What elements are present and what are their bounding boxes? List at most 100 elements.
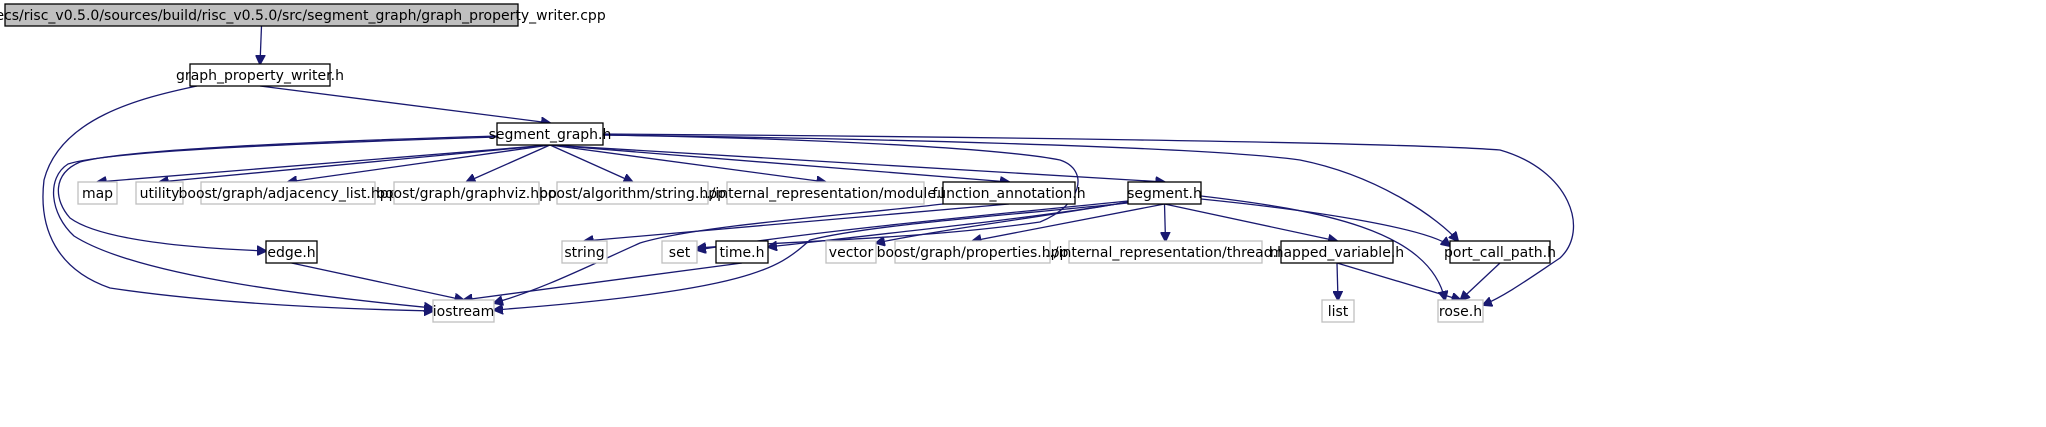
node-label-vector: vector [829,245,874,261]
node-label-list: list [1328,304,1349,320]
node-box-iostream [432,299,495,323]
node-label-rose: rose.h [1439,304,1482,320]
node-label-fa: function_annotation.h [932,186,1085,202]
edge-time-to-iostream [464,262,743,300]
node-label-mv: mapped_variable.h [1270,245,1404,261]
edge-fa-to-iostream [494,203,944,303]
edge-root-to-gpw [260,25,262,64]
edge-segment-to-thread [1165,203,1166,241]
node-box-fa [942,181,1076,205]
node-iostream: iostream [432,299,495,323]
node-label-time: time.h [720,245,765,261]
node-label-map: map [82,186,113,202]
edge-gpw-to-sg [259,85,550,123]
node-box-graphviz [393,181,540,205]
node-box-pcp [1449,240,1551,264]
node-label-adj: boost/graph/adjacency_list.hpp [179,186,398,202]
edge-segment-to-iostream [494,202,1129,310]
edge-sg-to-graphviz [467,144,551,182]
node-graphviz: boost/graph/graphviz.hpp [376,181,557,205]
node-label-set: set [669,245,691,261]
edge-segment-to-props [973,203,1165,241]
node-label-segment: segment.h [1127,186,1202,202]
node-utility: utility [135,181,184,205]
edge-sg-to-rose [602,133,1575,305]
node-box-thread [1068,240,1263,264]
node-string_hpp: boost/algorithm/string.hpp [539,181,726,205]
node-box-mv [1280,240,1394,264]
edge-fa-to-string [585,203,1010,241]
node-root[interactable]: /local/lecs/lecs/risc_v0.5.0/sources/bui… [0,3,606,27]
node-time[interactable]: time.h [715,240,769,264]
node-label-module: ../internal_representation/module.h [702,186,950,202]
edge-sg-to-fa [549,144,1009,182]
node-map: map [77,181,118,205]
edge-segment-to-mv [1164,203,1338,241]
node-box-sg [496,122,604,146]
node-string: string [561,240,608,264]
node-set: set [661,240,698,264]
node-box-vector [825,240,877,264]
node-box-string_hpp [556,181,709,205]
edge-sg-to-pcp [602,134,1458,241]
edge-pcp-to-rose [1461,262,1501,300]
node-box-segment [1127,181,1202,205]
edge-sg-to-edge [57,135,498,251]
edge-sg-to-map [98,144,551,182]
node-box-root [4,3,519,27]
node-box-time [715,240,769,264]
node-label-iostream: iostream [433,304,495,320]
edge-segment-to-vector [876,201,1129,243]
edge-sg-to-string_hpp [549,144,633,182]
node-vector: vector [825,240,877,264]
node-label-root: /local/lecs/lecs/risc_v0.5.0/sources/bui… [0,8,606,24]
node-box-list [1321,299,1355,323]
node-edge[interactable]: edge.h [265,240,318,264]
edge-sg-to-segment [549,144,1165,182]
node-thread: ../internal_representation/thread.h [1045,240,1286,264]
node-segment[interactable]: segment.h [1127,181,1202,205]
node-gpw[interactable]: graph_property_writer.h [176,63,344,87]
edge-segment-to-pcp [1200,198,1450,246]
node-list: list [1321,299,1355,323]
node-rose: rose.h [1437,299,1484,323]
node-label-sg: segment_graph.h [489,127,612,143]
edge-gpw-to-iostream [42,85,433,311]
node-fa[interactable]: function_annotation.h [932,181,1086,205]
edge-mv-to-rose [1336,262,1461,300]
node-label-graphviz: boost/graph/graphviz.hpp [376,186,557,202]
node-box-rose [1437,299,1484,323]
node-box-gpw [189,63,331,87]
edge-sg-to-module [549,144,826,182]
node-box-utility [135,181,184,205]
node-box-module [726,181,925,205]
node-box-string [561,240,608,264]
node-module: ../internal_representation/module.h [702,181,950,205]
edge-edge-to-iostream [291,262,464,300]
edge-mv-to-list [1337,262,1338,300]
node-box-set [661,240,698,264]
node-box-adj [200,181,376,205]
node-label-props: boost/graph/properties.hpp [877,245,1069,261]
node-pcp[interactable]: port_call_path.h [1444,240,1556,264]
node-label-string_hpp: boost/algorithm/string.hpp [539,186,726,202]
node-box-map [77,181,118,205]
node-mv[interactable]: mapped_variable.h [1270,240,1404,264]
node-label-utility: utility [140,186,180,202]
node-label-edge: edge.h [267,245,315,261]
node-label-pcp: port_call_path.h [1444,245,1556,261]
edge-sg-to-set [602,134,1079,248]
edge-sg-to-iostream [53,136,498,308]
node-label-string: string [564,245,604,261]
node-label-gpw: graph_property_writer.h [176,68,344,84]
node-label-thread: ../internal_representation/thread.h [1045,245,1286,261]
node-box-props [894,240,1051,264]
edge-sg-to-utility [160,144,551,182]
node-adj: boost/graph/adjacency_list.hpp [179,181,398,205]
edge-segment-to-rose [1200,195,1445,300]
node-sg[interactable]: segment_graph.h [489,122,612,146]
edge-sg-to-adj [288,144,551,182]
node-props: boost/graph/properties.hpp [877,240,1069,264]
node-box-edge [265,240,318,264]
